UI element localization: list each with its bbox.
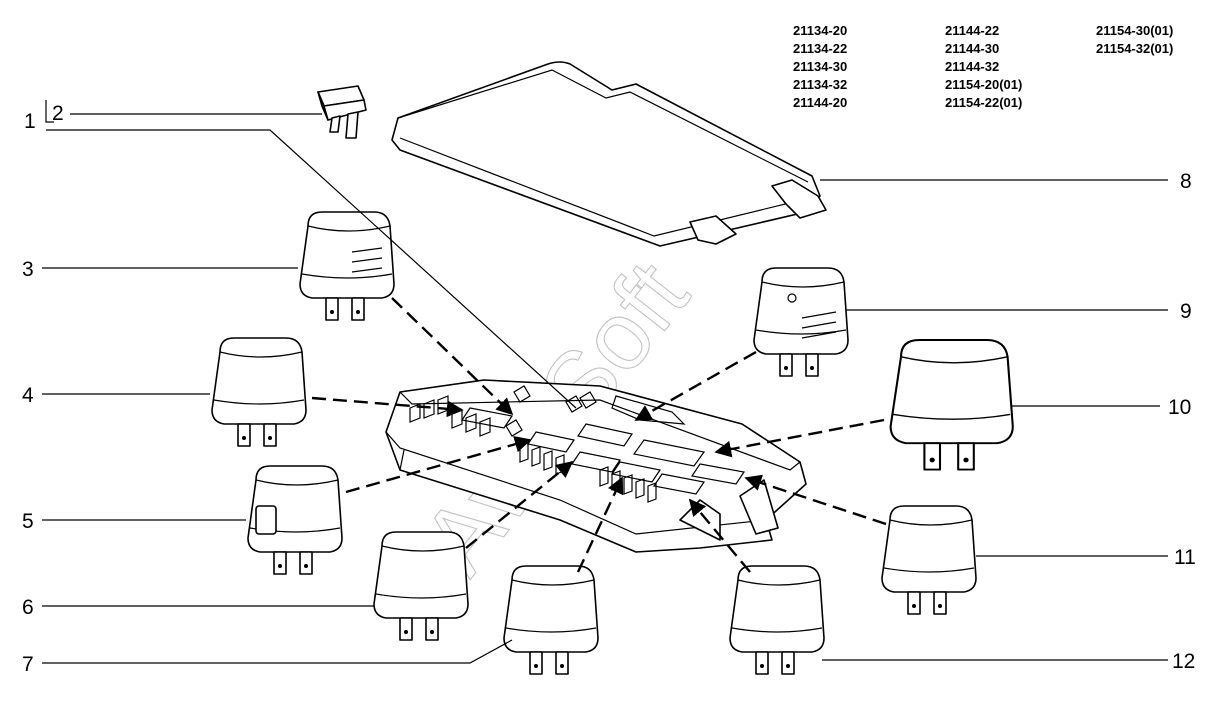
callout-8: 8	[1180, 170, 1192, 193]
relay-icon	[881, 505, 977, 615]
model-code: 21144-32	[945, 59, 1000, 74]
model-code: 21134-30	[793, 59, 848, 74]
callout-7: 7	[22, 653, 34, 676]
callout-9: 9	[1180, 300, 1192, 323]
relay-icon	[729, 565, 825, 675]
callout-12: 12	[1172, 650, 1195, 673]
callout-5: 5	[22, 510, 34, 533]
callout-11: 11	[1174, 546, 1196, 569]
callout-numbers: 1 2 3 4 5 6 7 8 9 10 11 12	[22, 102, 1196, 676]
assembly-lines	[311, 297, 887, 573]
callout-3: 3	[22, 258, 34, 281]
model-code: 21154-20(01)	[945, 77, 1023, 92]
model-code: 21154-30(01)	[1096, 23, 1174, 38]
relay-icon	[211, 337, 307, 447]
fuse-box-cover-icon	[391, 61, 827, 247]
model-code: 21134-32	[793, 77, 848, 92]
relay-icon	[753, 267, 849, 377]
model-codes-column-2: 21144-22 21144-30 21144-32 21154-20(01) …	[945, 22, 1022, 112]
relay-icon	[247, 465, 343, 575]
callout-4: 4	[22, 384, 34, 407]
leader-lines	[42, 100, 1168, 664]
model-code: 21144-22	[945, 23, 1000, 38]
model-code: 21144-20	[793, 95, 848, 110]
model-code: 21144-30	[945, 41, 1000, 56]
model-codes-column-1: 21134-20 21134-22 21134-30 21134-32 2114…	[793, 22, 847, 112]
model-codes-column-3: 21154-30(01) 21154-32(01)	[1096, 22, 1173, 58]
relay-icon	[373, 531, 469, 641]
relay-icon	[503, 565, 599, 675]
model-code: 21154-22(01)	[945, 95, 1023, 110]
model-code: 21134-22	[793, 41, 848, 56]
callout-6: 6	[22, 596, 34, 619]
callout-2: 2	[52, 102, 64, 125]
relay-icon	[889, 338, 1014, 471]
model-code: 21134-20	[793, 23, 848, 38]
fuse-icon	[317, 85, 367, 139]
callout-1: 1	[24, 110, 36, 133]
callout-10: 10	[1168, 396, 1191, 419]
relay-icon	[299, 211, 395, 321]
model-code: 21154-32(01)	[1096, 41, 1174, 56]
